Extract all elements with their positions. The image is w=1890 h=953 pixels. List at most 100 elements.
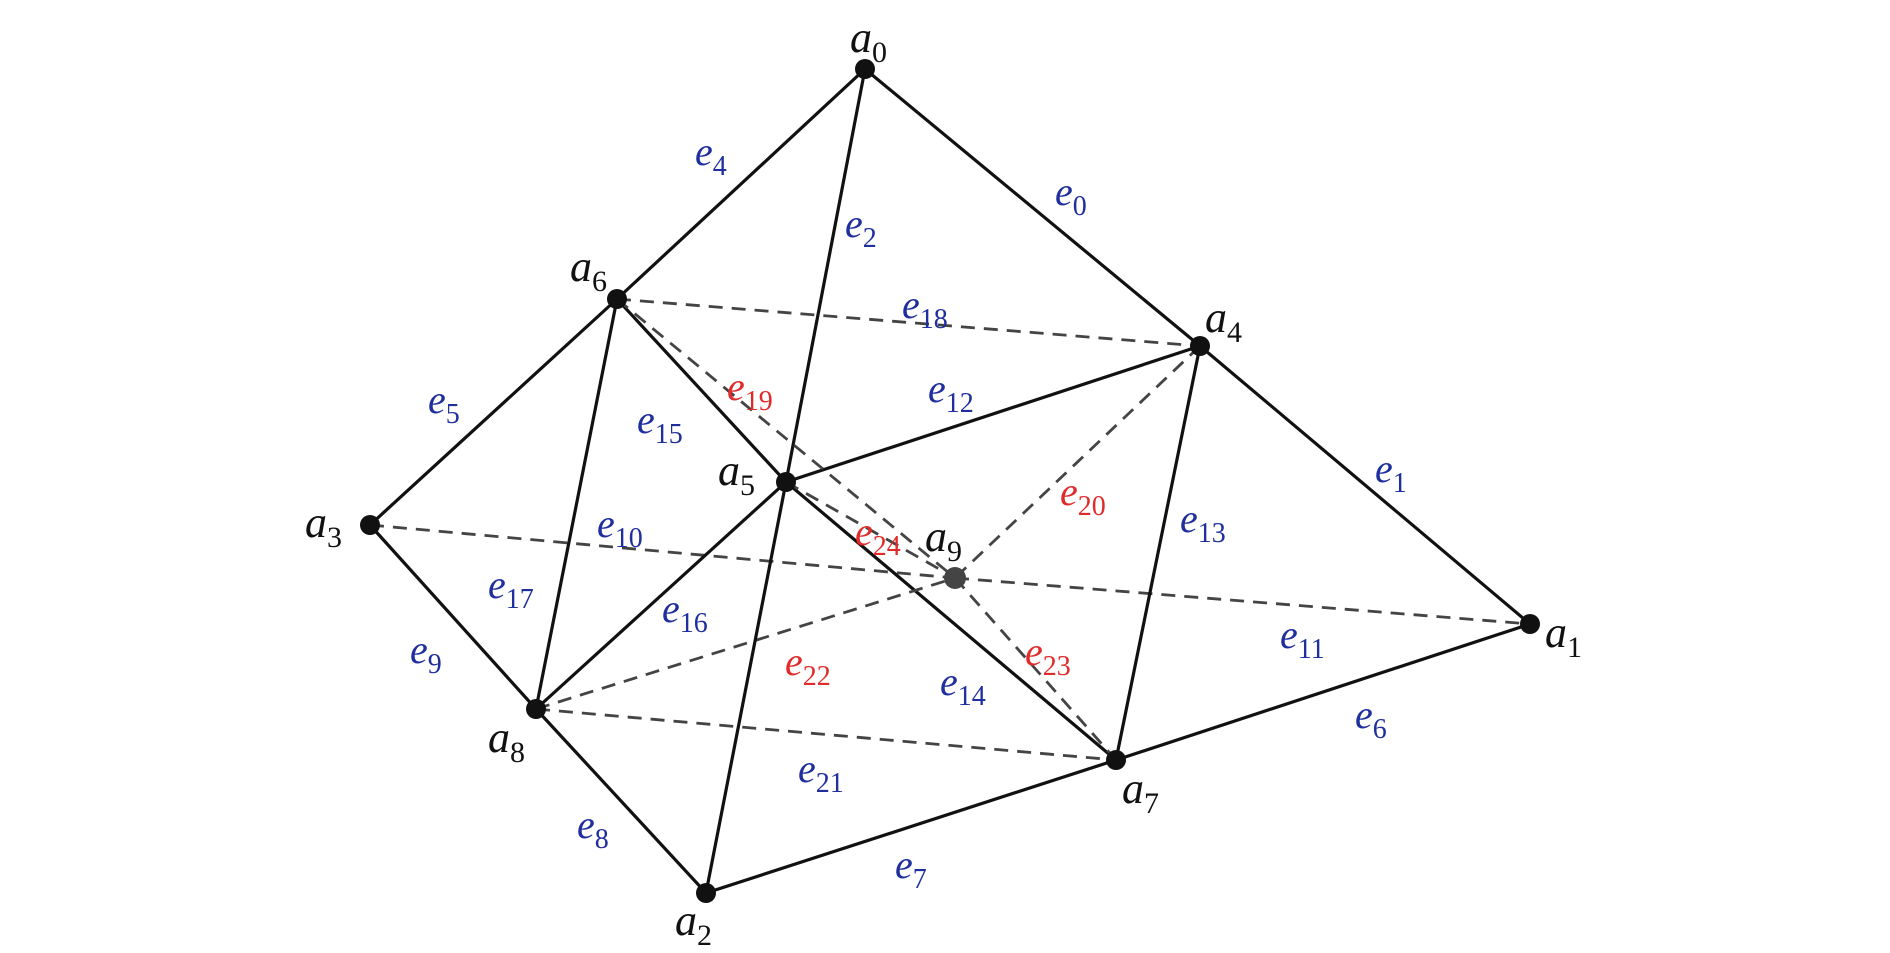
edge-label-e11-letter: e [1280, 612, 1298, 657]
vertex-a2 [696, 883, 716, 903]
vertex-label-a5: a5 [718, 446, 755, 502]
edge-label-e22: e22 [785, 639, 831, 692]
edge-label-e6-letter: e [1355, 692, 1373, 737]
edge-label-e19: e19 [727, 364, 773, 417]
edge-label-e7: e7 [895, 842, 927, 895]
vertex-label-a5-letter: a [718, 446, 740, 495]
edge-a5-a7 [784, 480, 1118, 762]
edge-label-e22-letter: e [785, 639, 803, 684]
vertex-label-a7-letter: a [1122, 764, 1144, 813]
edge-a8-a2 [534, 707, 708, 895]
vertex-label-a4: a4 [1205, 293, 1242, 349]
edge-a0-a6 [615, 67, 867, 301]
vertex-label-a3-letter: a [305, 498, 327, 547]
edge-label-e4-letter: e [695, 129, 713, 174]
edge-a3-a9 [369, 523, 956, 580]
vertex-label-a1-index: 1 [1567, 631, 1582, 664]
edge-a9-a7 [953, 577, 1118, 761]
vertex-a4 [1190, 336, 1210, 356]
edge-label-e6: e6 [1355, 692, 1387, 745]
edge-a6-a9 [616, 297, 956, 580]
edge-label-e17: e17 [488, 562, 534, 615]
edge-a7-a2 [705, 758, 1117, 895]
edge-label-e13-letter: e [1180, 496, 1198, 541]
edge-a0-a5 [784, 68, 867, 483]
edge-label-e20-letter: e [1060, 469, 1078, 514]
edge-label-e0-index: 0 [1073, 191, 1087, 222]
edge-label-e5: e5 [428, 377, 460, 430]
edge-label-e23-letter: e [1025, 629, 1043, 674]
edge-a1-a7 [1115, 622, 1531, 762]
edge-label-e2-letter: e [845, 201, 863, 246]
edge-a4-a7 [1114, 345, 1202, 761]
vertex-a0 [855, 59, 875, 79]
edge-a8-a9 [535, 576, 956, 711]
edge-label-e14-index: 14 [958, 681, 986, 712]
edge-a9-a1 [954, 576, 1531, 626]
edge-label-e4-index: 4 [713, 151, 727, 182]
edge-label-e14-letter: e [940, 659, 958, 704]
edge-label-e7-index: 7 [913, 864, 927, 895]
edge-label-e7-letter: e [895, 842, 913, 887]
edge-label-e10-letter: e [597, 501, 615, 546]
vertex-a5 [776, 472, 796, 492]
vertex-label-a2: a2 [675, 896, 712, 952]
edge-label-e17-letter: e [488, 562, 506, 607]
edge-label-e16-index: 16 [680, 608, 708, 639]
edge-labels-layer: e0e1e2e4e5e6e7e8e9e10e11e12e13e14e15e16e… [410, 129, 1407, 895]
edge-label-e1: e1 [1375, 446, 1407, 499]
edge-label-e18-letter: e [902, 282, 920, 327]
vertex-label-a2-letter: a [675, 896, 697, 945]
edge-label-e15-index: 15 [655, 419, 683, 450]
vertex-a9 [944, 567, 966, 589]
edge-label-e23-index: 23 [1043, 651, 1071, 682]
vertex-a7 [1106, 750, 1126, 770]
edge-label-e9: e9 [410, 627, 442, 680]
edge-a8-a7 [535, 707, 1117, 762]
edge-label-e8: e8 [577, 802, 609, 855]
edge-label-e14: e14 [940, 659, 986, 712]
edge-label-e1-index: 1 [1393, 468, 1407, 499]
edge-label-e9-letter: e [410, 627, 428, 672]
edge-label-e11: e11 [1280, 612, 1325, 665]
edge-label-e1-letter: e [1375, 446, 1393, 491]
vertex-label-a7-index: 7 [1144, 787, 1159, 820]
edge-label-e20: e20 [1060, 469, 1106, 522]
edge-label-e12-letter: e [928, 366, 946, 411]
vertex-label-a7: a7 [1122, 764, 1159, 820]
edge-label-e20-index: 20 [1078, 491, 1106, 522]
edge-label-e24-letter: e [855, 509, 873, 554]
edge-label-e15-letter: e [637, 397, 655, 442]
vertex-label-a1: a1 [1545, 608, 1582, 664]
edge-label-e4: e4 [695, 129, 727, 182]
vertex-label-a8-index: 8 [510, 736, 525, 769]
edge-label-e2: e2 [845, 201, 877, 254]
vertices-layer [360, 59, 1540, 903]
edge-label-e5-letter: e [428, 377, 446, 422]
vertex-label-a5-index: 5 [740, 469, 755, 502]
edge-label-e17-index: 17 [506, 584, 534, 615]
vertex-label-a6-index: 6 [592, 265, 607, 298]
edge-label-e21-index: 21 [816, 768, 844, 799]
edge-a3-a8 [368, 523, 538, 711]
edge-a4-a9 [954, 344, 1201, 580]
vertex-label-a3-index: 3 [327, 521, 342, 554]
edge-a5-a2 [704, 481, 788, 894]
edge-label-e19-letter: e [727, 364, 745, 409]
vertex-label-a3: a3 [305, 498, 342, 554]
edge-label-e16: e16 [662, 586, 708, 639]
edge-a0-a4 [863, 67, 1202, 348]
edge-label-e0: e0 [1055, 169, 1087, 222]
edge-label-e6-index: 6 [1373, 714, 1387, 745]
vertex-a6 [607, 289, 627, 309]
edge-label-e8-letter: e [577, 802, 595, 847]
edge-a5-a8 [534, 480, 788, 711]
edge-label-e23: e23 [1025, 629, 1071, 682]
edge-label-e16-letter: e [662, 586, 680, 631]
edge-label-e18-index: 18 [920, 304, 948, 335]
edge-a5-a4 [785, 344, 1201, 484]
vertex-label-a4-index: 4 [1227, 316, 1242, 349]
edge-label-e8-index: 8 [595, 824, 609, 855]
edge-label-e12-index: 12 [946, 388, 974, 419]
